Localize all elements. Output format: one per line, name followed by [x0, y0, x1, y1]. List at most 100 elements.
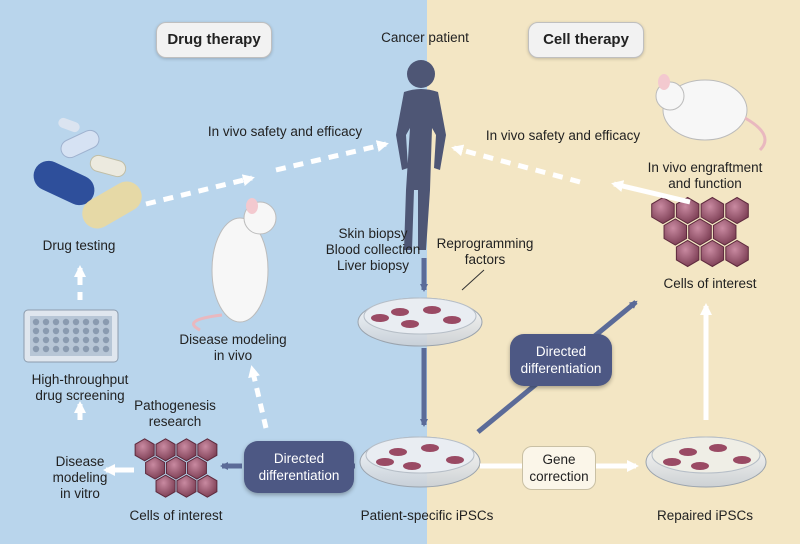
well — [82, 345, 90, 353]
well — [62, 318, 70, 326]
well — [102, 336, 110, 344]
drug-therapy-header: Drug therapy — [156, 22, 272, 58]
well — [92, 336, 100, 344]
cell — [712, 218, 737, 246]
well — [42, 327, 50, 335]
cell — [651, 196, 675, 225]
well — [42, 318, 50, 326]
cell — [688, 218, 712, 246]
pathogenesis-label: Pathogenesis research — [134, 398, 216, 429]
dish-cell — [663, 458, 681, 466]
well — [62, 327, 70, 335]
patient-ipscs-label: Patient-specific iPSCs — [360, 508, 494, 523]
cell — [197, 474, 218, 498]
well — [62, 345, 70, 353]
cell — [176, 438, 197, 462]
dish-cell — [403, 462, 421, 470]
cell — [186, 456, 207, 480]
dish-cell — [376, 458, 394, 466]
cell — [675, 196, 700, 225]
dish-cell — [371, 314, 389, 322]
cell — [663, 218, 688, 246]
well — [42, 345, 50, 353]
well-plate — [23, 309, 119, 363]
well — [42, 336, 50, 344]
dish-cell — [679, 448, 697, 456]
well — [52, 327, 60, 335]
well — [82, 336, 90, 344]
mouse-disease-modeling — [192, 198, 277, 332]
mouse-engraftment — [655, 74, 767, 152]
well — [82, 318, 90, 326]
well — [52, 336, 60, 344]
arrow-vivo-to-patient — [275, 140, 389, 173]
cell — [675, 239, 700, 268]
cell — [155, 474, 176, 498]
directed-differentiation-right: Directed differentiation — [510, 334, 612, 386]
cell — [176, 474, 197, 498]
cell-cluster-left — [134, 438, 218, 498]
drug-capsules — [33, 117, 142, 229]
arrow-cells-to-vivo-model — [248, 365, 269, 429]
dish-cell — [401, 320, 419, 328]
well — [92, 327, 100, 335]
well — [32, 336, 40, 344]
gene-correction-box: Gene correction — [522, 446, 596, 490]
petri-dish-patient — [359, 436, 481, 488]
dish-cell — [421, 444, 439, 452]
dish-cell — [389, 448, 407, 456]
dish-cell — [733, 456, 751, 464]
cell — [700, 196, 725, 225]
dish-cell — [391, 308, 409, 316]
engraftment-label: In vivo engraftment and function — [647, 160, 763, 191]
well — [102, 327, 110, 335]
in-vivo-right-label: In vivo safety and efficacy — [485, 128, 641, 143]
cell — [155, 438, 176, 462]
well — [62, 336, 70, 344]
petri-dish-top — [357, 297, 483, 347]
cell — [725, 196, 749, 225]
patient-figure — [396, 60, 446, 250]
well — [92, 345, 100, 353]
cancer-patient-label: Cancer patient — [381, 30, 469, 45]
disease-vitro-label: Disease modeling in vitro — [52, 454, 108, 501]
well — [102, 318, 110, 326]
cell — [725, 239, 749, 268]
well — [72, 336, 80, 344]
reprogramming-pointer — [461, 269, 485, 291]
dish-cell — [446, 456, 464, 464]
well — [32, 318, 40, 326]
cell — [197, 438, 218, 462]
cells-of-interest-left-label: Cells of interest — [129, 508, 223, 523]
well — [92, 318, 100, 326]
well — [32, 327, 40, 335]
cell-therapy-header: Cell therapy — [528, 22, 644, 58]
dish-cell — [709, 444, 727, 452]
drug-testing-label: Drug testing — [42, 238, 116, 253]
well — [72, 318, 80, 326]
cells-of-interest-right-label: Cells of interest — [663, 276, 757, 291]
cell — [165, 456, 187, 480]
well — [102, 345, 110, 353]
cell — [134, 438, 155, 462]
dish-cell — [691, 462, 709, 470]
cell — [145, 456, 166, 480]
dish-cell — [443, 316, 461, 324]
cell-cluster-right — [651, 196, 749, 268]
hts-label: High-throughput drug screening — [31, 372, 129, 403]
directed-differentiation-left: Directed differentiation — [244, 441, 354, 493]
well — [82, 327, 90, 335]
well — [32, 345, 40, 353]
reprogramming-label: Reprogramming factors — [436, 236, 534, 267]
disease-vivo-label: Disease modeling in vivo — [179, 332, 287, 363]
dish-cell — [423, 306, 441, 314]
well — [72, 327, 80, 335]
arrow-mouse-to-patient — [451, 144, 581, 185]
well — [72, 345, 80, 353]
cell — [700, 239, 725, 268]
repaired-ipscs-label: Repaired iPSCs — [656, 508, 754, 523]
biopsy-label: Skin biopsy Blood collection Liver biops… — [325, 226, 421, 273]
arrow-cells-to-mouse — [611, 180, 691, 205]
